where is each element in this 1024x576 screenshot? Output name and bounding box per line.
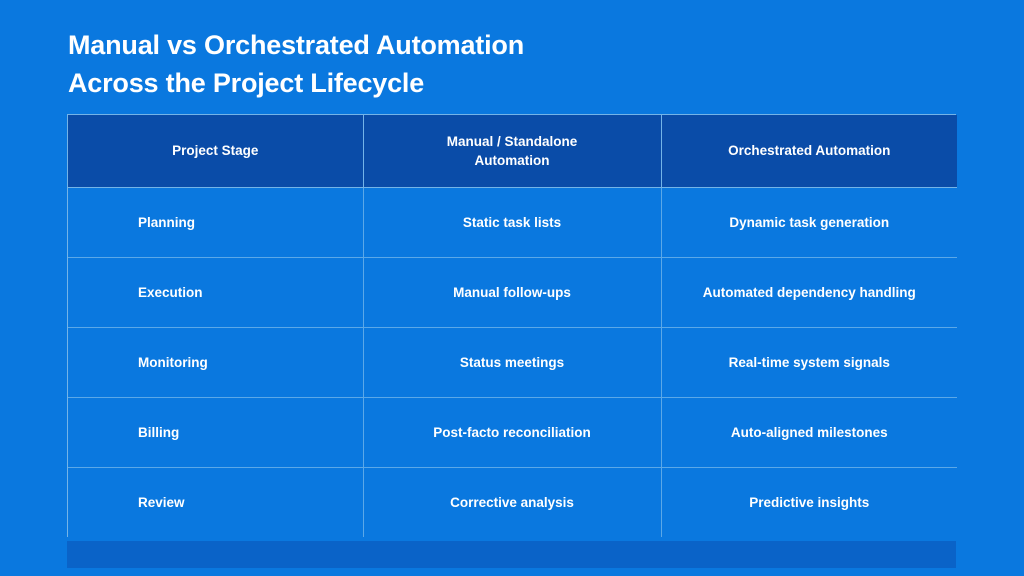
column-header-manual-line-2: Automation	[474, 152, 550, 168]
column-header-project-stage: Project Stage	[68, 115, 364, 188]
cell-orchestrated: Auto-aligned milestones	[661, 397, 957, 468]
comparison-table-container: Project Stage Manual / Standalone Automa…	[67, 114, 957, 537]
table-row: Execution Manual follow-ups Automated de…	[68, 257, 957, 328]
cell-stage: Review	[68, 467, 364, 537]
table-body: Planning Static task lists Dynamic task …	[68, 187, 957, 537]
page-title-line-2: Across the Project Lifecycle	[68, 68, 425, 98]
cell-orchestrated: Real-time system signals	[661, 327, 957, 398]
cell-stage: Monitoring	[68, 327, 364, 398]
comparison-table: Project Stage Manual / Standalone Automa…	[68, 115, 957, 537]
footer-accent-bar	[67, 541, 956, 568]
cell-orchestrated: Predictive insights	[661, 467, 957, 537]
table-row: Planning Static task lists Dynamic task …	[68, 187, 957, 258]
column-header-manual-standalone-automation: Manual / Standalone Automation	[363, 115, 662, 188]
page-title: Manual vs Orchestrated Automation Across…	[68, 26, 928, 102]
table-row: Monitoring Status meetings Real-time sys…	[68, 327, 957, 398]
page-title-line-1: Manual vs Orchestrated Automation	[68, 30, 524, 60]
table-header: Project Stage Manual / Standalone Automa…	[68, 115, 957, 188]
cell-stage: Billing	[68, 397, 364, 468]
cell-manual: Status meetings	[363, 327, 662, 398]
cell-orchestrated: Dynamic task generation	[661, 187, 957, 258]
column-header-manual-line-1: Manual / Standalone	[446, 133, 578, 149]
cell-manual: Post-facto reconciliation	[363, 397, 662, 468]
cell-stage: Planning	[68, 187, 364, 258]
cell-manual: Corrective analysis	[363, 467, 662, 537]
cell-stage: Execution	[68, 257, 364, 328]
column-header-orchestrated-automation: Orchestrated Automation	[661, 115, 957, 188]
cell-orchestrated: Automated dependency handling	[661, 257, 957, 328]
cell-manual: Manual follow-ups	[363, 257, 662, 328]
table-row: Billing Post-facto reconciliation Auto-a…	[68, 397, 957, 468]
table-header-row: Project Stage Manual / Standalone Automa…	[68, 115, 957, 188]
table-row: Review Corrective analysis Predictive in…	[68, 467, 957, 537]
cell-manual: Static task lists	[363, 187, 662, 258]
